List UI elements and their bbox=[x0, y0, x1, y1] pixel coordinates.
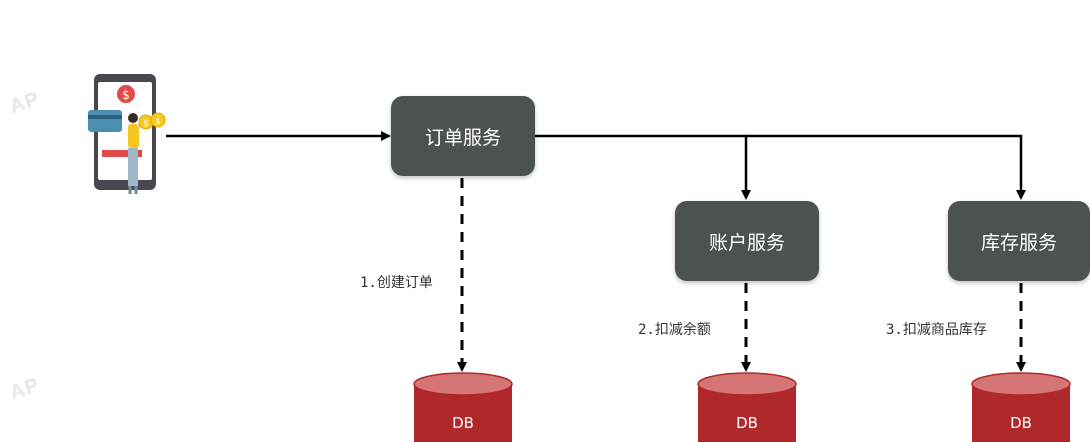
account-service-box: 账户服务 bbox=[675, 201, 819, 281]
step-label-deduct-stock: 3.扣减商品库存 bbox=[886, 322, 987, 338]
order-to-account-arrow bbox=[535, 134, 751, 200]
dollar-coin-icon: $ bbox=[122, 88, 130, 102]
storage-database: DB bbox=[971, 372, 1071, 442]
database-icon bbox=[697, 372, 797, 442]
account-database: DB bbox=[697, 372, 797, 442]
coin-icon: $ bbox=[143, 119, 149, 129]
storage-service-box: 库存服务 bbox=[948, 201, 1090, 281]
client-user-illustration: $ $ $ bbox=[84, 72, 170, 198]
order-service-box: 订单服务 bbox=[391, 96, 535, 176]
database-icon bbox=[413, 372, 513, 442]
db-label: DB bbox=[1010, 414, 1032, 432]
database-icon bbox=[971, 372, 1071, 442]
db-label: DB bbox=[736, 414, 758, 432]
coin-icon: $ bbox=[155, 117, 161, 127]
step-label-create-order: 1.创建订单 bbox=[360, 275, 433, 291]
order-to-storage-arrow bbox=[746, 134, 1026, 200]
order-database: DB bbox=[413, 372, 513, 442]
db-label: DB bbox=[452, 414, 474, 432]
step-label-deduct-balance: 2.扣减余额 bbox=[638, 322, 711, 338]
